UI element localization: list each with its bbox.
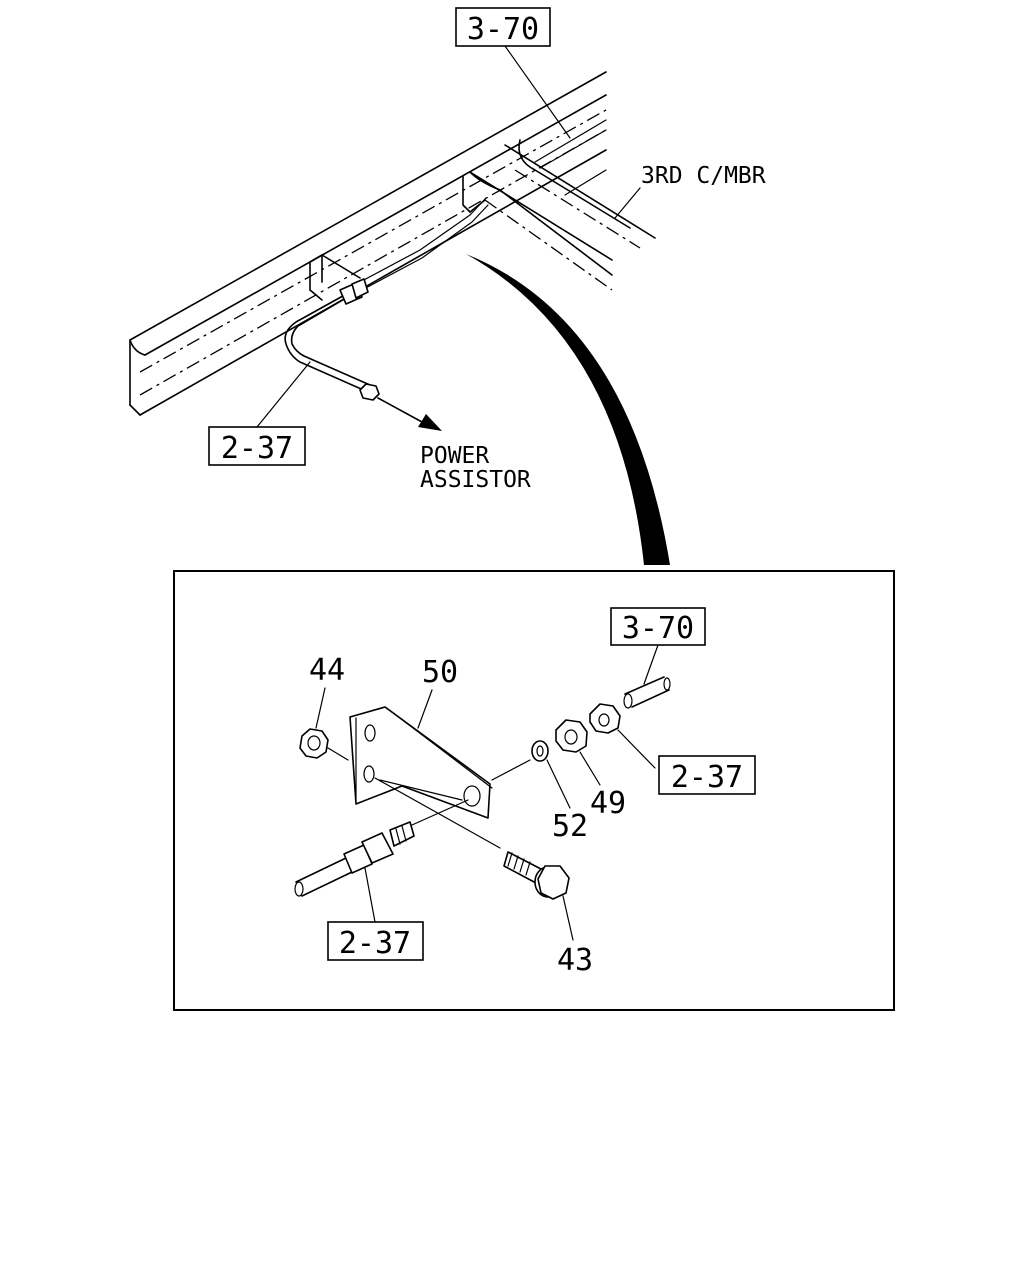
assembly-line-washer [491, 759, 531, 781]
svg-text:3RD C/MBR: 3RD C/MBR [641, 163, 766, 189]
frame-rail-overview [129, 71, 656, 416]
svg-text:3-70: 3-70 [467, 12, 539, 47]
callout-top-2-37: 2-37 [208, 361, 311, 466]
leader-50 [417, 689, 433, 729]
leader-43 [562, 895, 574, 941]
nut-44 [299, 728, 349, 761]
part-number-49: 49 [590, 786, 626, 821]
callout-top-3-70: 3-70 [455, 7, 571, 139]
svg-text:POWER: POWER [420, 443, 489, 469]
svg-text:2-37: 2-37 [339, 926, 411, 961]
power-assistor-arrow [377, 397, 442, 431]
crossmember-label: 3RD C/MBR [614, 163, 766, 219]
callout-inset-2-37-right: 2-37 [658, 755, 756, 795]
leader-49 [579, 751, 601, 786]
svg-text:2-37: 2-37 [221, 431, 293, 466]
svg-text:ASSISTOR: ASSISTOR [420, 467, 531, 493]
part-number-52: 52 [552, 809, 588, 844]
bracket-50 [349, 706, 493, 819]
washer-52 [531, 740, 549, 762]
bolt-43 [503, 851, 570, 900]
detail-inset-frame [173, 570, 895, 1011]
callout-inset-2-37-bottom: 2-37 [327, 867, 424, 961]
detail-pointer-arrow [466, 254, 670, 565]
brake-pipe-fitting-inset [294, 821, 415, 897]
part-number-43: 43 [557, 943, 593, 978]
leader-52 [546, 759, 571, 809]
brake-pipe-segment-inset [623, 676, 671, 709]
nut-49 [555, 719, 588, 753]
part-number-50: 50 [422, 655, 458, 690]
part-number-44: 44 [309, 653, 345, 688]
callout-inset-3-70: 3-70 [610, 607, 706, 685]
leader-44 [315, 687, 326, 729]
svg-text:2-37: 2-37 [671, 760, 743, 795]
flare-nut-fitting [589, 703, 656, 769]
power-assistor-label: POWER ASSISTOR [420, 443, 531, 493]
svg-text:3-70: 3-70 [622, 611, 694, 646]
assembly-line-fitting [379, 779, 463, 801]
assembly-line-pipe [411, 799, 469, 826]
